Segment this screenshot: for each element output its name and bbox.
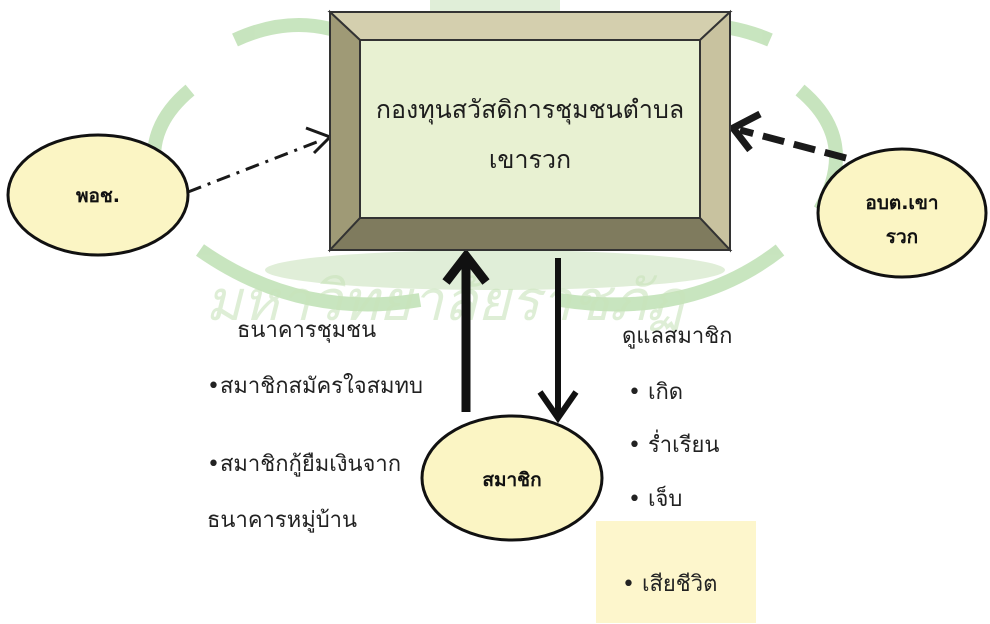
right-list-item-death: • เสียชีวิต [622, 572, 718, 597]
right-oval-label: อบต.เขา รวก [838, 186, 966, 254]
right-oval-shape [816, 147, 988, 279]
down-arrow [537, 258, 579, 424]
left-oval-shape [6, 133, 190, 257]
right-list-item-study: • ร่ำเรียน [628, 433, 720, 458]
center-box-title: กองทุนสวัสดิการชุมชนตำบล เขารวก [365, 85, 695, 185]
bottom-oval-label: สมาชิก [482, 469, 542, 491]
right-oval-line2: รวก [885, 226, 919, 248]
right-list-heading: ดูแลสมาชิก [622, 324, 733, 349]
left-list-item-2-line2: ธนาคารหมู่บ้าน [207, 508, 358, 533]
right-list-item-birth: • เกิด [628, 380, 684, 405]
left-list-heading: ธนาคารชุมชน [237, 318, 377, 343]
left-list-item-1: •สมาชิกสมัครใจสมทบ [207, 374, 424, 399]
center-title-line1: กองทุนสวัสดิการชุมชนตำบล [375, 95, 685, 124]
right-oval-line1: อบต.เขา [865, 192, 939, 214]
right-list-item-sick: • เจ็บ [628, 487, 683, 512]
highlight-note [596, 521, 756, 623]
bottom-oval-shape [420, 414, 604, 542]
dashed-arrow [727, 110, 847, 162]
left-list-item-2-line1: •สมาชิกกู้ยืมเงินจาก [207, 452, 402, 477]
left-oval-label: พอช. [75, 185, 121, 207]
up-arrow [442, 248, 490, 412]
center-title-line2: เขารวก [488, 145, 572, 174]
